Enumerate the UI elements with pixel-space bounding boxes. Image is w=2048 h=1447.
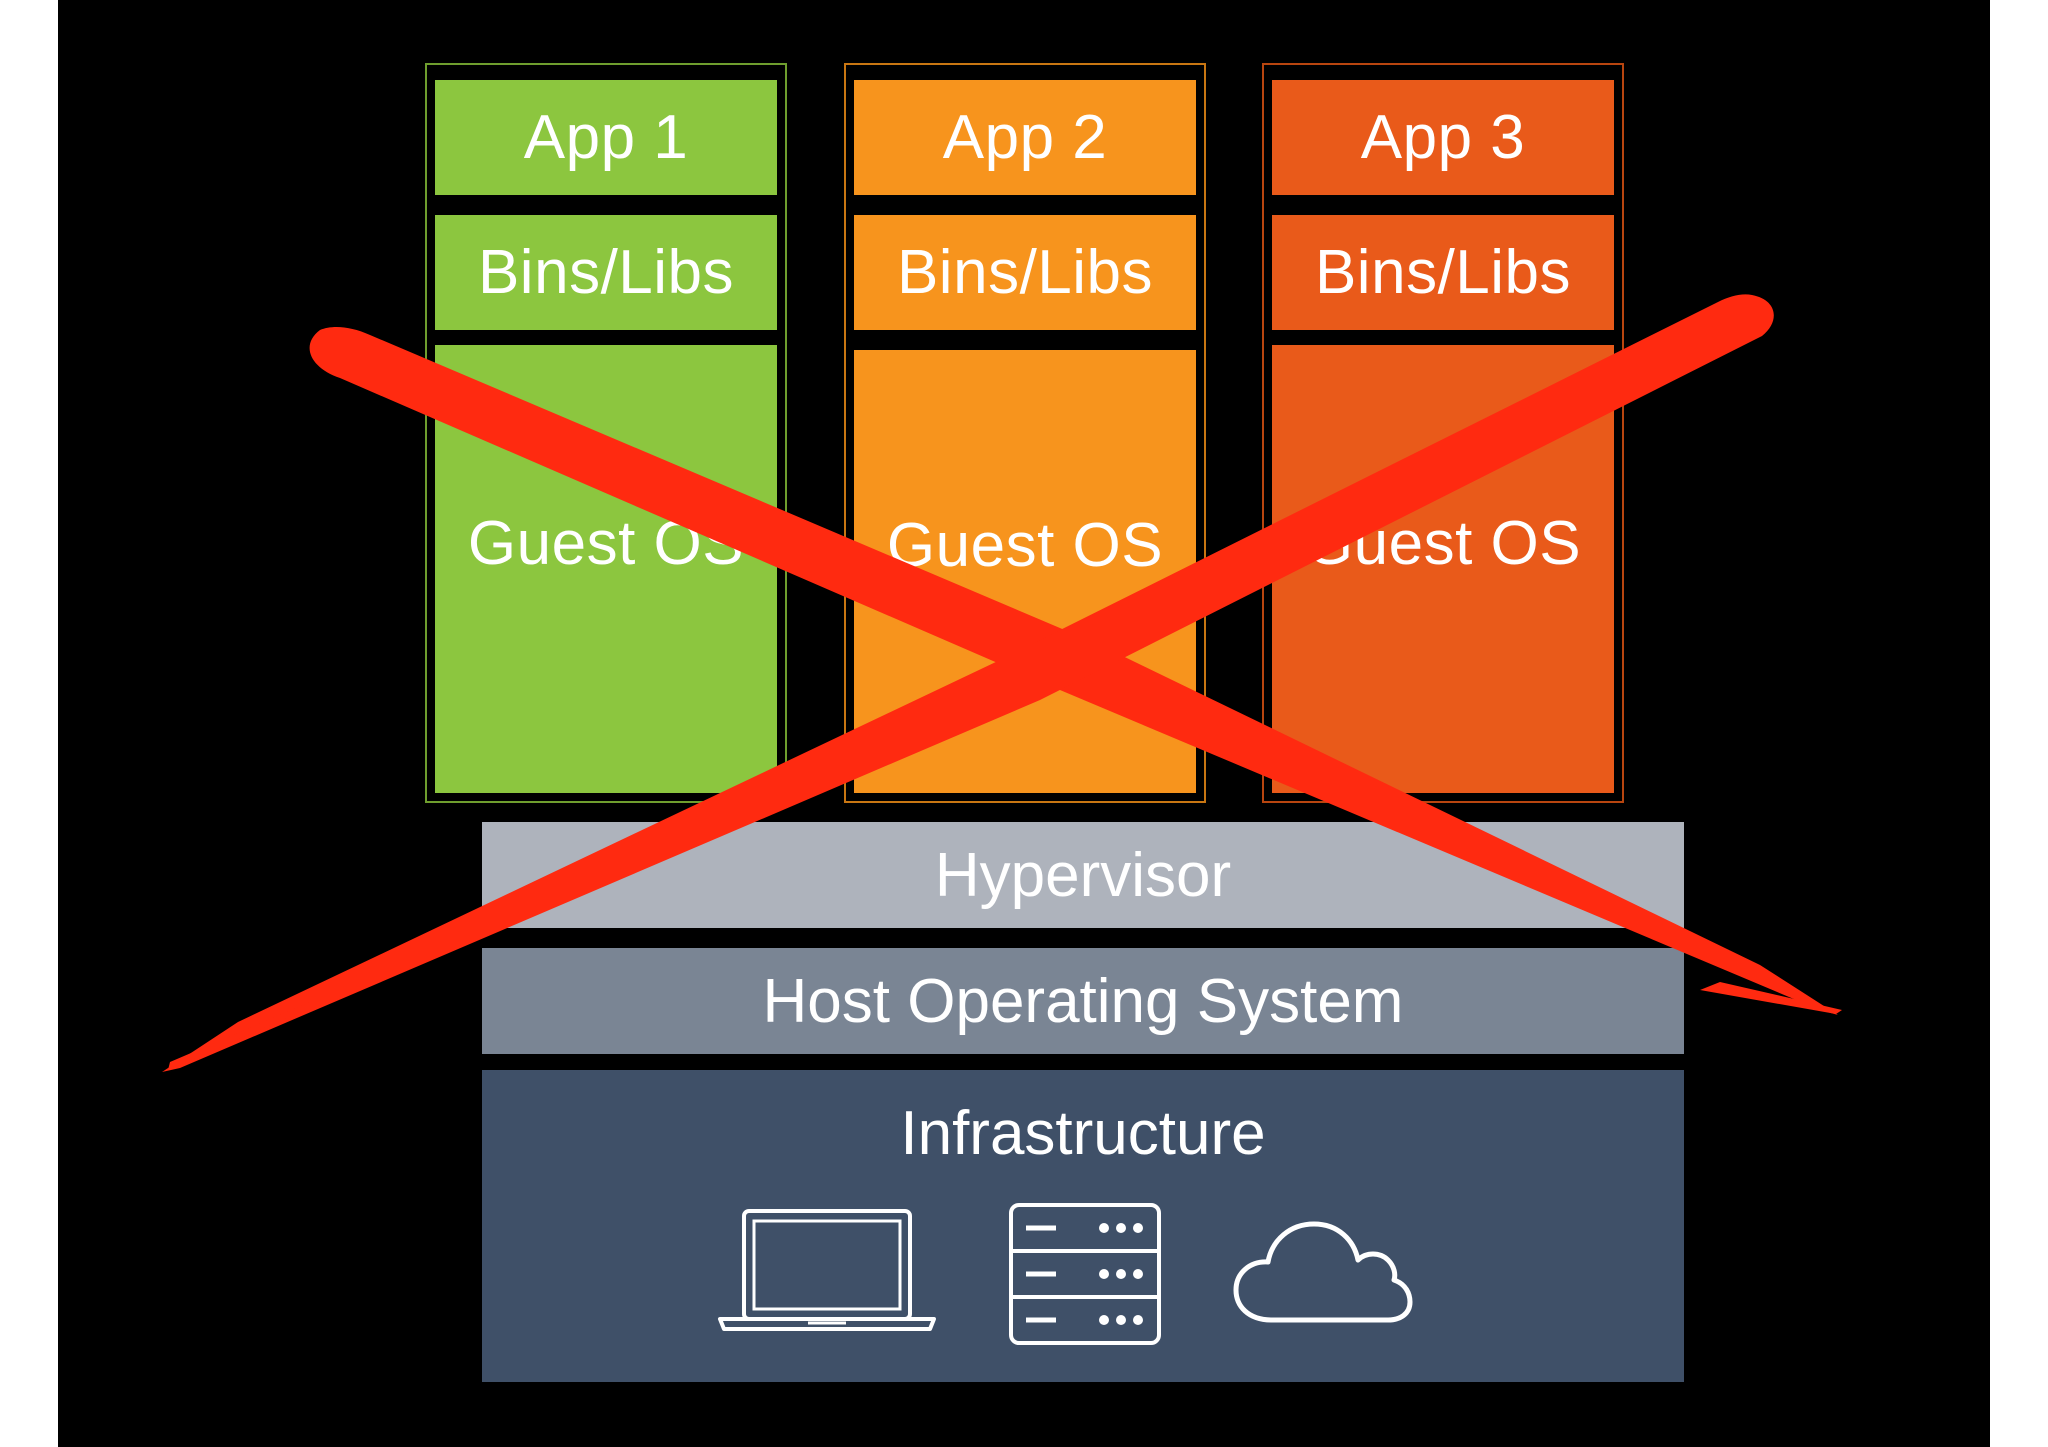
guest-os-block-2: Guest OS [854,350,1196,793]
infrastructure-label: Infrastructure [900,1099,1266,1168]
app-block-3: App 3 [1272,80,1614,195]
app-label-2: App 2 [942,103,1108,172]
server-icon [1009,1203,1161,1345]
bins-libs-label-1: Bins/Libs [477,238,735,307]
bins-libs-label-3: Bins/Libs [1314,238,1572,307]
bins-libs-label-2: Bins/Libs [896,238,1154,307]
hypervisor-layer: Hypervisor [482,822,1684,928]
guest-os-label-3: Guest OS [1304,508,1582,578]
vm-stack-2: App 2 Bins/Libs Guest OS [844,63,1206,803]
app-block-2: App 2 [854,80,1196,195]
laptop-icon [718,1209,936,1331]
guest-os-block-1: Guest OS [435,345,777,793]
host-os-label: Host Operating System [762,966,1404,1036]
bins-libs-block-3: Bins/Libs [1272,215,1614,330]
host-os-layer: Host Operating System [482,948,1684,1054]
vm-stack-1: App 1 Bins/Libs Guest OS [425,63,787,803]
app-block-1: App 1 [435,80,777,195]
app-label-3: App 3 [1360,103,1526,172]
cloud-icon [1233,1221,1413,1323]
slide-background: App 1 Bins/Libs Guest OS App 2 Bins/Libs… [58,0,1990,1447]
infrastructure-layer: Infrastructure [482,1070,1684,1382]
vm-stack-3: App 3 Bins/Libs Guest OS [1262,63,1624,803]
hypervisor-label: Hypervisor [934,840,1232,910]
guest-os-block-3: Guest OS [1272,345,1614,793]
guest-os-label-1: Guest OS [467,508,745,578]
app-label-1: App 1 [523,103,689,172]
bins-libs-block-2: Bins/Libs [854,215,1196,330]
bins-libs-block-1: Bins/Libs [435,215,777,330]
guest-os-label-2: Guest OS [886,511,1164,580]
